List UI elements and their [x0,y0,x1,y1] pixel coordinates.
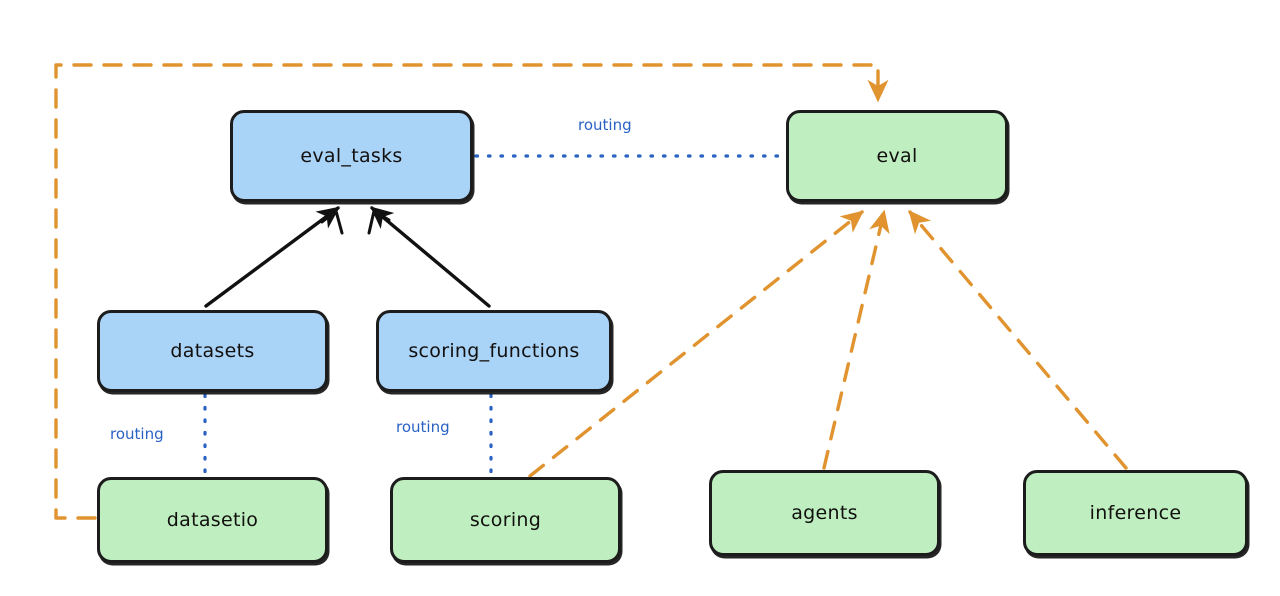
edge-label-routing-scoring-functions-to-scoring: routing [396,418,450,436]
node-scoring[interactable]: scoring [390,477,621,563]
node-label-agents: agents [791,502,858,524]
edge-agents-to-eval-dashed [822,209,890,470]
edge-scoring-functions-arrow-barb [367,209,391,235]
edge-label-routing-eval-tasks-to-eval: routing [578,116,632,134]
node-eval-tasks[interactable]: eval_tasks [230,110,473,202]
node-eval[interactable]: eval [786,110,1008,202]
node-scoring-functions[interactable]: scoring_functions [376,310,612,392]
node-datasetio[interactable]: datasetio [97,477,328,563]
node-agents[interactable]: agents [709,470,940,556]
node-label-datasets: datasets [170,340,255,362]
node-label-scoring-functions: scoring_functions [408,340,580,362]
node-inference[interactable]: inference [1023,470,1248,556]
edge-datasets-arrow-barb [320,209,344,235]
node-label-datasetio: datasetio [166,509,259,531]
node-label-scoring: scoring [469,509,542,531]
node-label-inference: inference [1089,502,1182,524]
node-label-eval: eval [876,145,918,167]
node-datasets[interactable]: datasets [97,310,328,392]
edge-scoring-functions-to-eval-tasks [370,206,491,308]
edge-datasetio-to-eval-dashed [54,63,889,520]
edge-datasets-to-eval-tasks [204,206,340,308]
node-label-eval-tasks: eval_tasks [300,145,403,167]
edge-scoring-to-eval-dashed [528,210,864,478]
edge-label-routing-datasets-to-datasetio: routing [110,425,164,443]
edge-inference-to-eval-dashed [908,210,1128,470]
